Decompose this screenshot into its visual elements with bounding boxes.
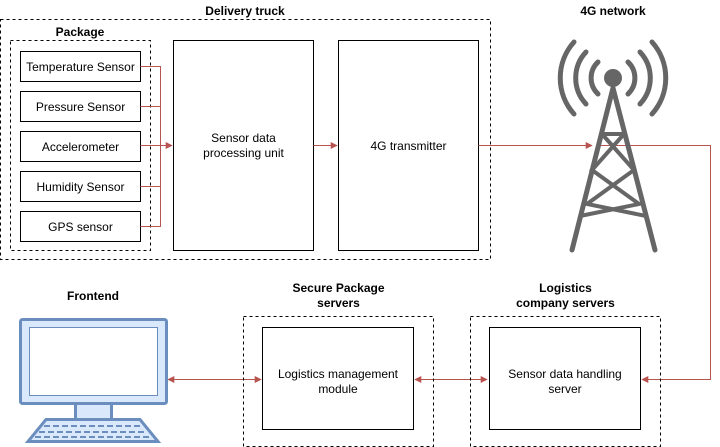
temperature-sensor-label: Temperature Sensor [26, 60, 135, 74]
processing-unit-box[interactable] [173, 40, 314, 251]
humidity-sensor-label: Humidity Sensor [36, 180, 124, 194]
processing-unit-label-line2: processing unit [203, 146, 284, 160]
handling-server-label-line2: server [548, 382, 581, 396]
accelerometer-box[interactable] [20, 131, 141, 162]
package-title: Package [56, 25, 105, 39]
transmitter-group: 4G transmitter [338, 40, 479, 251]
sensor-connectors [140, 66, 711, 383]
handling-server-label-line1: Sensor data handling [508, 367, 621, 381]
network-title: 4G network [580, 4, 646, 18]
logistics-servers-title-line2: company servers [516, 296, 615, 310]
delivery-truck-group: Delivery truck [0, 4, 491, 260]
package-boundary [10, 40, 151, 251]
package-group: Package Temperature Sensor Pressure Sens… [10, 25, 151, 251]
pressure-sensor-label: Pressure Sensor [36, 100, 125, 114]
desktop-computer-icon[interactable] [19, 318, 168, 443]
network-to-server-arrow [600, 145, 711, 383]
humidity-sensor-box[interactable] [20, 171, 141, 202]
processing-unit-group: Sensor data processing unit [173, 40, 314, 251]
accelerometer-label: Accelerometer [42, 140, 119, 154]
gps-sensor-label: GPS sensor [48, 220, 113, 234]
gps-connector [140, 186, 161, 227]
logistics-module-label-line1: Logistics management [278, 367, 399, 381]
temperature-sensor-box[interactable] [20, 51, 141, 82]
logistics-management-module-box[interactable] [262, 327, 414, 430]
frontend-title: Frontend [67, 289, 119, 303]
transmitter-box[interactable] [338, 40, 479, 251]
delivery-truck-title: Delivery truck [205, 4, 285, 18]
logistics-module-label-line2: module [318, 382, 358, 396]
cell-tower-icon [557, 39, 669, 253]
pressure-sensor-box[interactable] [20, 91, 141, 122]
sensor-data-handling-server-box[interactable] [489, 327, 641, 430]
logistics-servers-title-line1: Logistics [539, 281, 592, 295]
secure-servers-group: Secure Package servers Logistics managem… [243, 281, 434, 447]
temperature-connector [140, 66, 161, 146]
delivery-truck-boundary [0, 19, 491, 260]
frontend-group: Frontend [19, 289, 168, 443]
secure-servers-title-line2: servers [317, 296, 360, 310]
network-group: 4G network [557, 4, 669, 253]
processing-unit-label-line1: Sensor data [211, 131, 276, 145]
logistics-servers-group: Logistics company servers Sensor data ha… [470, 281, 661, 447]
gps-sensor-box[interactable] [20, 211, 141, 242]
secure-servers-title-line1: Secure Package [292, 281, 384, 295]
transmitter-label: 4G transmitter [370, 139, 446, 153]
